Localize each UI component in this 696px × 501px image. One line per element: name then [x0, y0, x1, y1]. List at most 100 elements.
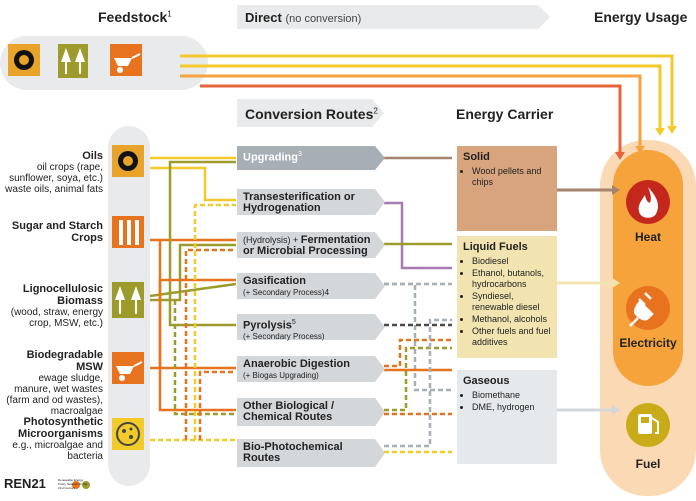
- carrier-liquid: Liquid Fuels Biodiesel Ethanol, butanols…: [457, 236, 557, 358]
- feedstock-micro: Photosynthetic Microorganisms e.g., micr…: [0, 416, 103, 462]
- flow-ligno-fermentation: [150, 243, 236, 302]
- direct-header-title: Direct: [245, 10, 282, 25]
- direct-feedstock-panel: [0, 36, 208, 90]
- flame-icon: [638, 187, 659, 218]
- route-other-biological-arrow: [375, 398, 385, 426]
- carrier-liquid-list: Biodiesel Ethanol, butanols, hydrocarbon…: [463, 256, 551, 348]
- direct-arrow-band: [237, 5, 550, 29]
- plug-icon: [629, 292, 654, 327]
- carrier-solid-title: Solid: [463, 151, 490, 163]
- carrier-gaseous-title: Gaseous: [463, 375, 510, 387]
- direct-flow-orange-1: [180, 74, 642, 146]
- route-upgrading: Upgrading3: [237, 146, 385, 170]
- feedstock-header-text: Feedstock: [98, 9, 168, 25]
- flow-ligno-upgrading: [168, 160, 236, 300]
- direct-flow-yellow-1: [180, 54, 674, 126]
- carrier-liquid-item: Syndiesel, renewable diesel: [472, 291, 551, 313]
- route-transesterification: Transesterification or Hydrogenation: [237, 189, 385, 215]
- gas-usage-arrowhead: [612, 405, 620, 415]
- feedstock-sugar-title: Sugar and Starch Crops: [11, 220, 103, 244]
- feedstock-oils: Oils oil crops (rape, sunflower, soya, e…: [0, 150, 103, 195]
- ren21-tagline: Renewable Energy Policy Network for the …: [58, 478, 88, 490]
- solid-heat-arrowhead: [612, 185, 620, 195]
- sugar-cane-icon: [112, 216, 144, 248]
- carrier-gaseous-list: Biomethane DME, hydrogen: [463, 390, 551, 413]
- carrier-solid: Solid Wood pellets and chips: [457, 146, 557, 231]
- route-transesterification-arrow: [375, 189, 385, 215]
- flow-micro-transester: [193, 203, 236, 440]
- carrier-liquid-item: Methanol, alcohols: [472, 314, 551, 325]
- direct-flow-red: [200, 84, 622, 152]
- fuel-pump-icon: [638, 414, 659, 434]
- route-gasification: Gasification (+ Secondary Process)4: [237, 273, 385, 299]
- feedstock-ligno-desc: (wood, straw, energy crop, MSW, etc.): [10, 307, 103, 329]
- carrier-solid-list: Wood pellets and chips: [463, 166, 551, 188]
- flow-micro-digestion: [198, 370, 236, 440]
- usage-heat-label: Heat: [634, 230, 661, 244]
- route-other-biological-title: Other Biological / Chemical Routes: [243, 400, 335, 423]
- flow-transester-liquid: [384, 201, 452, 270]
- ligno-trees-icon: [112, 282, 144, 318]
- route-pyrolysis-sub: (+ Secondary Process): [243, 332, 325, 342]
- feedstock-header-note: 1: [167, 9, 172, 19]
- route-pyrolysis-title: Pyrolysis: [243, 319, 292, 332]
- route-anaerobic-digestion-sub: (+ Biogas Upgrading): [243, 371, 319, 380]
- route-fermentation-title: Fermentation or Microbial Processing: [243, 234, 371, 257]
- direct-header: Direct (no conversion): [245, 10, 361, 25]
- carrier-liquid-item: Biodiesel: [472, 256, 551, 267]
- direct-arrowhead-4: [615, 152, 625, 160]
- feedstock-header: Feedstock1: [98, 9, 172, 25]
- carrier-gaseous-item: Biomethane: [472, 390, 551, 401]
- route-pyrolysis: Pyrolysis5 (+ Secondary Process): [237, 314, 385, 342]
- feedstock-sugar: Sugar and Starch Crops: [0, 220, 103, 244]
- route-upgrading-title: Upgrading: [243, 151, 298, 164]
- feedstock-msw-title: Biodegradable MSW: [26, 349, 103, 373]
- route-bio-photochemical-title: Bio-Photochemical Routes: [243, 441, 343, 464]
- route-pyrolysis-arrow: [375, 314, 385, 340]
- carrier-liquid-item: Ethanol, butanols, hydrocarbons: [472, 268, 551, 290]
- carrier-gaseous-item: DME, hydrogen: [472, 402, 551, 413]
- route-gasification-arrow: [375, 273, 385, 299]
- route-other-biological: Other Biological / Chemical Routes: [237, 398, 385, 426]
- route-fermentation-pre: (Hydrolysis) +: [243, 235, 301, 245]
- conversion-routes-header: Conversion Routes2: [245, 106, 378, 122]
- route-bio-photochemical-arrow: [375, 439, 385, 467]
- flow-oils-transester: [150, 166, 236, 202]
- route-anaerobic-digestion-arrow: [375, 356, 385, 382]
- feedstock-micro-desc: e.g., microalgae and bacteria: [12, 440, 103, 462]
- energy-carrier-header: Energy Carrier: [456, 106, 554, 122]
- carrier-liquid-item: Other fuels and fuel additives: [472, 326, 551, 348]
- usage-fuel-label: Fuel: [635, 457, 661, 471]
- route-upgrading-note: 3: [298, 151, 302, 158]
- feedstock-ligno: Lignocellulosic Biomass (wood, straw, en…: [0, 283, 103, 329]
- flow-ligno-gasification: [149, 282, 237, 298]
- route-anaerobic-digestion-title: Anaerobic Digestion: [243, 358, 350, 370]
- usage-electricity-label: Electricity: [619, 336, 677, 350]
- direct-trees-icon: [58, 44, 88, 78]
- direct-header-note: (no conversion): [285, 13, 362, 25]
- direct-sun-gear-icon: [8, 44, 40, 76]
- feedstock-msw-desc: ewage sludge, manure, wet wastes (farm a…: [6, 373, 103, 417]
- conversion-routes-header-note: 2: [373, 106, 378, 116]
- carrier-liquid-title: Liquid Fuels: [463, 241, 528, 253]
- route-fermentation-arrow: [375, 232, 385, 258]
- flow-ligno-pyrolysis: [168, 300, 236, 327]
- route-fermentation: (Hydrolysis) + Fermentation or Microbial…: [237, 232, 385, 258]
- flow-biophoto-liquid: [384, 318, 452, 448]
- flow-micro-fermentation: [184, 248, 236, 440]
- ren21-logo-mark: [72, 481, 90, 489]
- feedstock-micro-title: Photosynthetic Microorganisms: [18, 416, 103, 440]
- microalgae-icon: [112, 418, 144, 450]
- direct-arrowhead-3: [635, 146, 645, 154]
- route-upgrading-arrow: [375, 146, 385, 170]
- carrier-gaseous: Gaseous Biomethane DME, hydrogen: [457, 370, 557, 464]
- ren21-logo: REN21: [4, 476, 46, 491]
- feedstock-msw: Biodegradable MSW ewage sludge, manure, …: [0, 349, 103, 417]
- conversion-arrow-band: [237, 99, 384, 127]
- route-pyrolysis-note: 5: [291, 319, 296, 326]
- energy-usage-header: Energy Usage: [594, 9, 688, 25]
- flow-digestion-gas: [384, 338, 452, 368]
- flow-other-liquid: [384, 346, 452, 412]
